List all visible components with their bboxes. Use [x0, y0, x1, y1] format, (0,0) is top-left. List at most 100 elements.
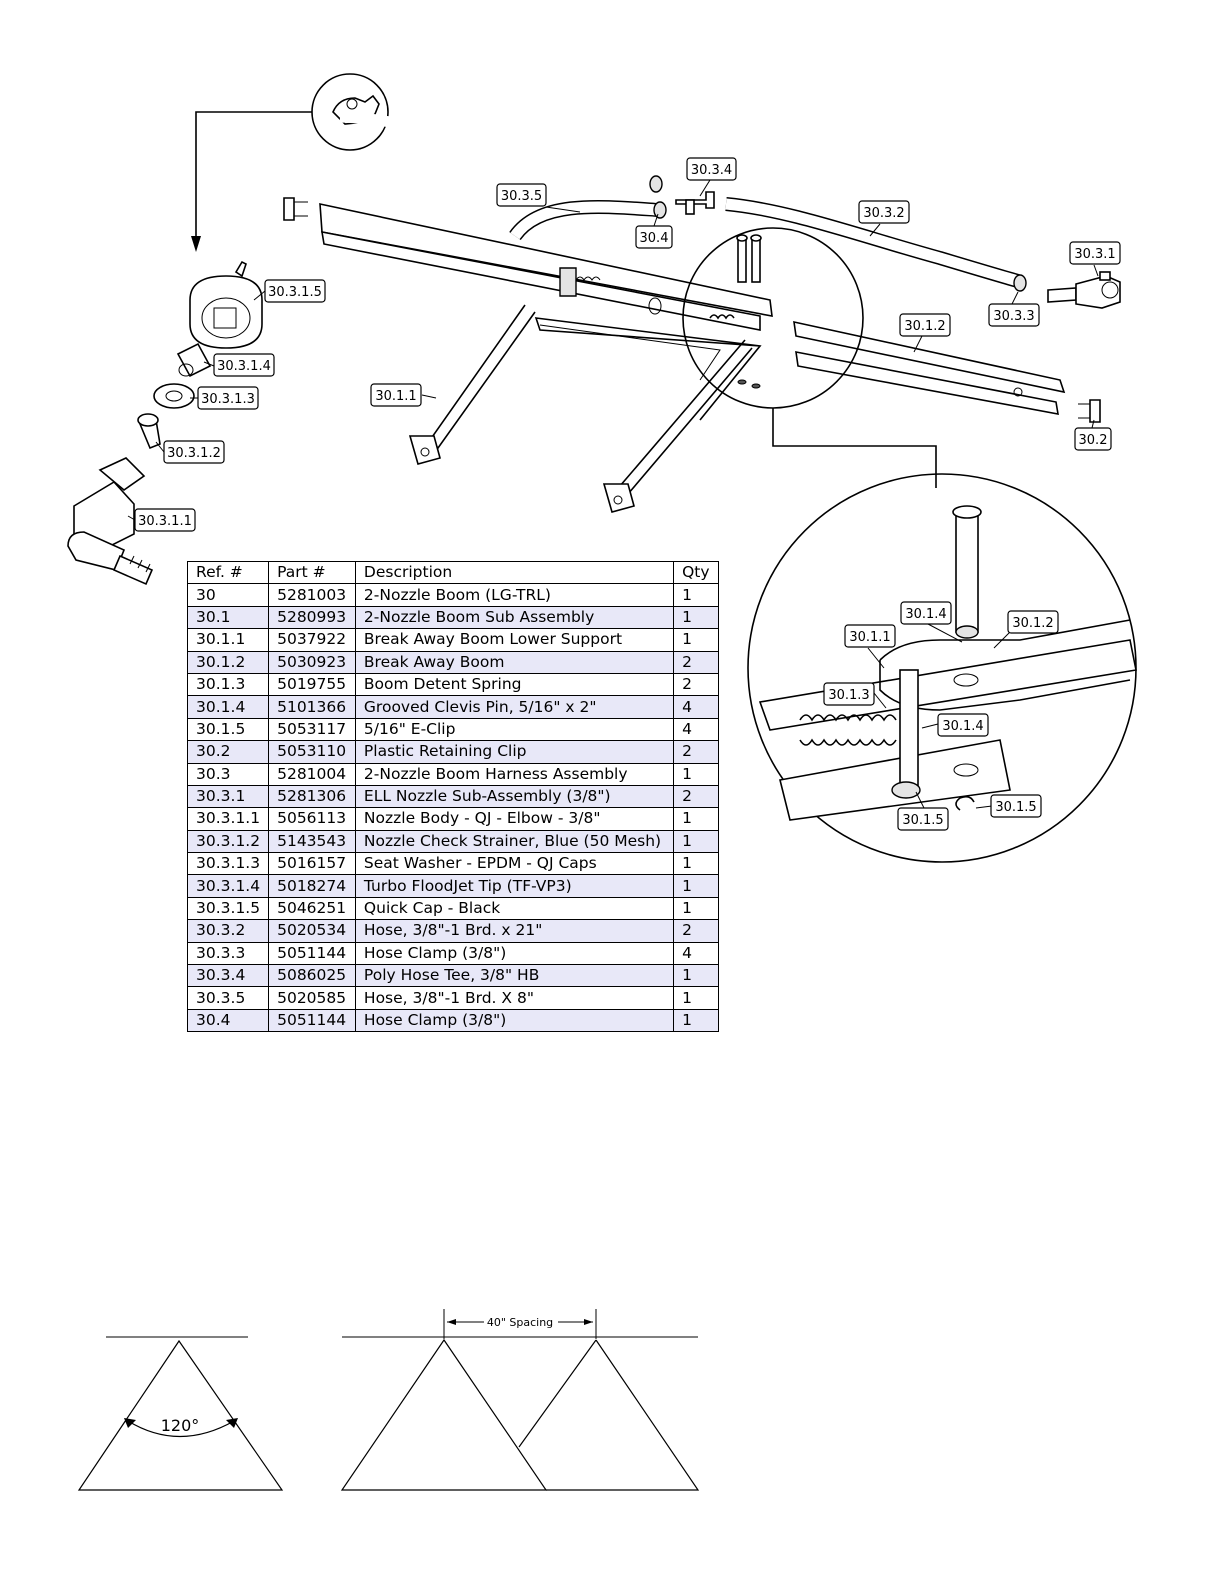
header-ref: Ref. #	[186, 560, 270, 585]
cell-description: Seat Washer - EPDM - QJ Caps	[354, 852, 675, 876]
left-boom-arm	[319, 202, 773, 331]
cell-ref: 30.3.3	[186, 941, 270, 966]
retaining-clips	[283, 197, 1101, 423]
cell-qty: 1	[673, 874, 719, 898]
cell-part: 5037922	[268, 628, 356, 652]
svg-text:30.3.1.4: 30.3.1.4	[217, 359, 271, 374]
cell-ref: 30.1.4	[186, 695, 270, 719]
cell-part: 5046251	[268, 896, 356, 921]
cell-ref: 30.3.1.2	[186, 829, 270, 854]
cell-qty: 1	[673, 583, 719, 607]
svg-text:30.1.1: 30.1.1	[849, 630, 890, 645]
callout-30-3-3: 30.3.3	[988, 303, 1040, 327]
cell-ref: 30.2	[186, 740, 270, 764]
cell-part: 5051144	[268, 941, 356, 966]
svg-text:30.3.2: 30.3.2	[863, 206, 904, 221]
callout-30-3-1-2: 30.3.1.2	[163, 440, 225, 464]
hose-tee	[675, 191, 715, 215]
svg-text:30.3.4: 30.3.4	[691, 163, 732, 178]
svg-text:30.3.1.5: 30.3.1.5	[268, 285, 322, 300]
cell-description: 2-Nozzle Boom (LG-TRL)	[354, 583, 675, 607]
cell-description: Turbo FloodJet Tip (TF-VP3)	[354, 874, 675, 898]
cell-part: 5053110	[268, 740, 356, 764]
cell-qty: 2	[673, 919, 719, 943]
svg-text:30.3.3: 30.3.3	[993, 309, 1034, 324]
cell-ref: 30.3.1.5	[186, 896, 270, 921]
callout-30-3-1-4: 30.3.1.4	[213, 353, 275, 377]
callout-30-3-4: 30.3.4	[686, 157, 737, 181]
callout-30-3-1: 30.3.1	[1069, 241, 1121, 265]
svg-text:30.1.2: 30.1.2	[904, 319, 945, 334]
callout-30-1-1: 30.1.1	[370, 383, 422, 407]
cell-qty: 2	[673, 650, 719, 674]
cell-description: Poly Hose Tee, 3/8" HB	[354, 964, 675, 988]
cell-part: 5281003	[268, 583, 356, 607]
cell-part: 5018274	[268, 874, 356, 898]
cell-qty: 1	[673, 964, 719, 988]
cell-qty: 2	[673, 784, 719, 809]
cell-description: Break Away Boom	[354, 650, 675, 674]
cell-part: 5019755	[268, 672, 356, 697]
cell-description: Plastic Retaining Clip	[354, 740, 675, 764]
cell-qty: 1	[673, 628, 719, 652]
svg-text:30.1.4: 30.1.4	[905, 607, 946, 622]
callout-30-3-1-5: 30.3.1.5	[264, 279, 326, 303]
svg-text:30.1.2: 30.1.2	[1012, 616, 1053, 631]
callout-30-1-2: 30.1.2	[899, 313, 951, 337]
cell-ref: 30.4	[186, 1008, 270, 1033]
cell-qty: 4	[673, 717, 719, 742]
svg-text:30.2: 30.2	[1079, 433, 1108, 448]
svg-text:30.3.1.1: 30.3.1.1	[138, 514, 192, 529]
cell-part: 5020585	[268, 986, 356, 1010]
header-part: Part #	[268, 560, 356, 585]
cell-description: 2-Nozzle Boom Sub Assembly	[354, 605, 675, 630]
cell-ref: 30.1.2	[186, 650, 270, 674]
cell-description: Nozzle Check Strainer, Blue (50 Mesh)	[354, 829, 675, 854]
right-hose	[725, 197, 1027, 292]
cell-qty: 1	[673, 829, 719, 854]
svg-text:30.1.5: 30.1.5	[902, 813, 943, 828]
lower-support	[408, 304, 762, 513]
svg-text:30.1.5: 30.1.5	[995, 800, 1036, 815]
cell-qty: 2	[673, 672, 719, 697]
cell-ref: 30.3.1.3	[186, 852, 270, 876]
callout-30-3-2: 30.3.2	[858, 200, 910, 224]
cell-part: 5056113	[268, 807, 356, 831]
cell-part: 5281004	[268, 762, 356, 786]
svg-text:30.1.3: 30.1.3	[828, 688, 869, 703]
cell-part: 5086025	[268, 964, 356, 988]
cell-qty: 1	[673, 762, 719, 786]
detail-callout-30-1-4: 30.1.4	[900, 601, 952, 625]
svg-text:30.1.4: 30.1.4	[942, 719, 983, 734]
callout-30-3-1-1: 30.3.1.1	[134, 508, 196, 532]
pin-detail-circle	[682, 227, 937, 488]
cell-qty: 1	[673, 986, 719, 1010]
spray-spacing-diagram: 40" Spacing	[340, 1309, 700, 1491]
table-header-row: Ref. # Part # Description Qty	[186, 560, 719, 585]
cell-ref: 30.3	[186, 762, 270, 786]
detail-callout-30-1-2: 30.1.2	[1007, 610, 1059, 634]
cell-qty: 1	[673, 1008, 719, 1033]
cell-ref: 30.3.5	[186, 986, 270, 1010]
header-qty: Qty	[673, 560, 719, 585]
spacing-label: 40" Spacing	[487, 1316, 553, 1329]
cell-description: Quick Cap - Black	[354, 896, 675, 921]
header-description: Description	[354, 560, 675, 585]
cell-part: 5051144	[268, 1008, 356, 1033]
cell-qty: 1	[673, 605, 719, 630]
detail-callout-30-1-3: 30.1.3	[823, 682, 875, 706]
